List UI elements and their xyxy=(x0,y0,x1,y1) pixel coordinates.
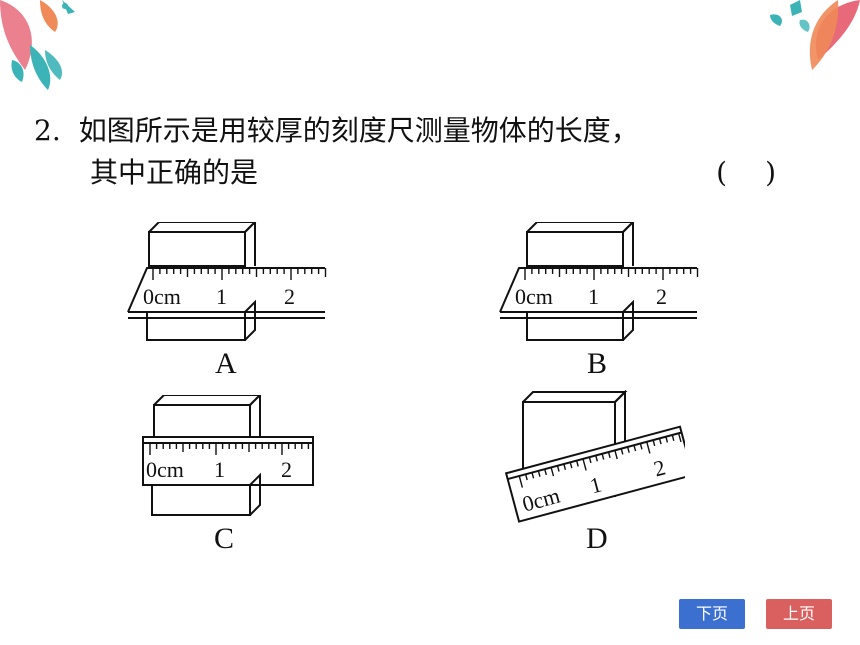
ruler-tick xyxy=(671,434,675,441)
ruler-tick xyxy=(544,468,547,476)
option-label-b: B xyxy=(587,347,608,380)
question-line-2: 其中正确的是 xyxy=(90,156,259,189)
ruler-tick xyxy=(658,438,662,445)
ruler-tick xyxy=(633,445,637,452)
ruler-tick xyxy=(537,470,541,477)
ruler-tick xyxy=(556,465,560,472)
ruler-label-2: 2 xyxy=(281,457,292,482)
ruler-label-2: 2 xyxy=(656,284,667,309)
ruler-label-1: 1 xyxy=(588,284,599,309)
ruler-tick xyxy=(665,436,669,443)
ruler-tick xyxy=(569,462,573,469)
figure-c-ruler-diagram: 0cm 1 2 xyxy=(142,395,314,516)
ruler-tick xyxy=(607,451,611,459)
option-label-a: A xyxy=(215,347,237,380)
question-text: 2. 如图所示是用较厚的刻度尺测量物体的长度， 其中正确的是 () xyxy=(34,110,834,194)
ruler-tick xyxy=(620,448,624,455)
ruler-outline xyxy=(127,267,325,313)
next-page-button[interactable]: 下页 xyxy=(679,599,745,629)
ruler-tick xyxy=(563,463,567,470)
ruler-tick xyxy=(550,467,555,477)
answer-blank: () xyxy=(716,156,814,189)
question-line-1: 如图所示是用较厚的刻度尺测量物体的长度， xyxy=(78,114,639,147)
block-bottom xyxy=(146,311,246,341)
option-label-d: D xyxy=(586,522,608,555)
ruler-label-0cm: 0cm xyxy=(515,284,553,309)
ruler-tick xyxy=(595,455,598,462)
block-top xyxy=(148,231,246,267)
ruler-label-1: 1 xyxy=(214,457,225,482)
option-label-c: C xyxy=(214,522,235,555)
ruler-tick xyxy=(518,475,524,488)
ruler-tick xyxy=(626,446,630,453)
ruler-tick xyxy=(575,460,579,467)
ruler-label-1: 1 xyxy=(216,284,227,309)
previous-page-button[interactable]: 上页 xyxy=(766,599,832,629)
ruler-tick xyxy=(646,441,651,454)
corner-leaves-right-decoration xyxy=(770,0,860,70)
ruler-label-2: 2 xyxy=(284,284,295,309)
ruler-tick xyxy=(639,443,643,450)
ruler-tick xyxy=(588,457,592,464)
ruler-tick xyxy=(677,433,682,443)
tilted-ruler xyxy=(505,425,685,523)
ruler-outline xyxy=(142,436,314,486)
question-number: 2. xyxy=(34,114,61,147)
ruler-label-0cm: 0cm xyxy=(146,457,184,482)
figure-b-ruler-diagram: 0cm 1 2 xyxy=(499,222,699,341)
ruler-tick xyxy=(601,453,605,460)
ruler-label-0cm: 0cm xyxy=(143,284,181,309)
ruler-tick xyxy=(582,458,587,471)
corner-leaves-left-decoration xyxy=(0,0,75,90)
figure-d-ruler-diagram: 0cm 1 2 xyxy=(505,390,685,523)
ruler-tick xyxy=(531,472,535,479)
ruler-tick xyxy=(524,474,528,481)
ruler-tick xyxy=(652,439,656,447)
ruler-tick xyxy=(614,450,618,460)
figure-a-ruler-diagram: 0cm 1 2 xyxy=(127,222,327,341)
